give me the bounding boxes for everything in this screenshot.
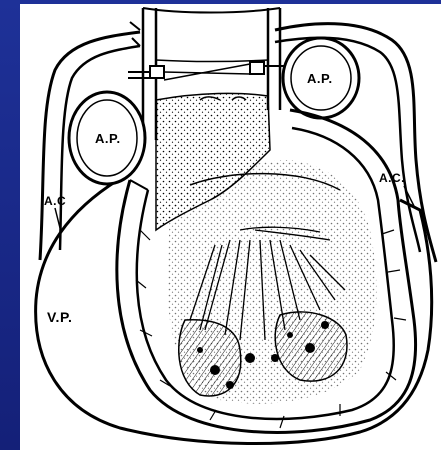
heart-diagram: A.P. A.P. A.C A.C. V.P. bbox=[20, 4, 441, 450]
label-ap-left: A.P. bbox=[95, 132, 121, 145]
label-ac-right: A.C. bbox=[379, 172, 405, 184]
label-ac-left: A.C bbox=[44, 195, 66, 207]
label-vp: V.P. bbox=[47, 310, 72, 324]
heart-illustration bbox=[20, 4, 441, 450]
label-ap-right: A.P. bbox=[307, 72, 333, 85]
